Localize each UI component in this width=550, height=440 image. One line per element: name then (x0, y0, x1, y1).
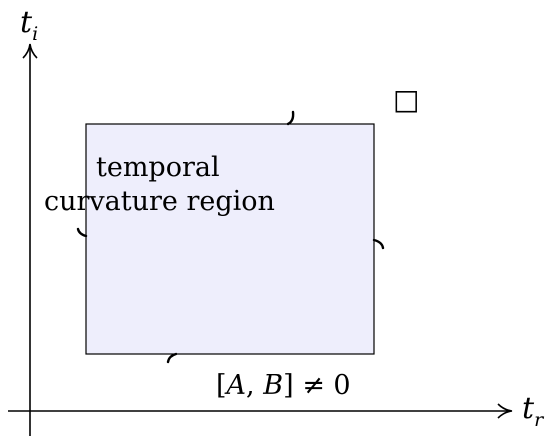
curvature-region (85, 123, 375, 355)
commutator-a: A (226, 370, 247, 401)
commutator-open: [ (216, 370, 227, 401)
boundary-tick-top (286, 110, 295, 126)
y-axis-label-sub: i (32, 23, 39, 45)
y-axis-arrowhead (22, 43, 38, 59)
boundary-tick-bottom (166, 352, 178, 364)
x-axis-label: tr (522, 391, 543, 430)
region-label-line2: curvature region (44, 186, 275, 217)
x-axis-arrowhead (497, 403, 513, 419)
region-label-line1: temporal (96, 152, 220, 183)
y-axis-label-main: t (20, 5, 33, 40)
commutator-close: ] (283, 370, 294, 401)
commutator-b: B (263, 370, 284, 401)
x-axis-label-sub: r (534, 409, 544, 431)
boundary-tick-right (372, 238, 385, 250)
commutator-relation: ≠ 0 (293, 370, 351, 401)
commutator-label: [A, B] ≠ 0 (216, 372, 351, 399)
commutator-sep: , (246, 370, 264, 401)
y-axis-label: ti (20, 5, 38, 44)
boundary-tick-left (76, 227, 88, 238)
qed-square-icon: □ (393, 83, 420, 116)
x-axis-label-main: t (522, 391, 535, 426)
